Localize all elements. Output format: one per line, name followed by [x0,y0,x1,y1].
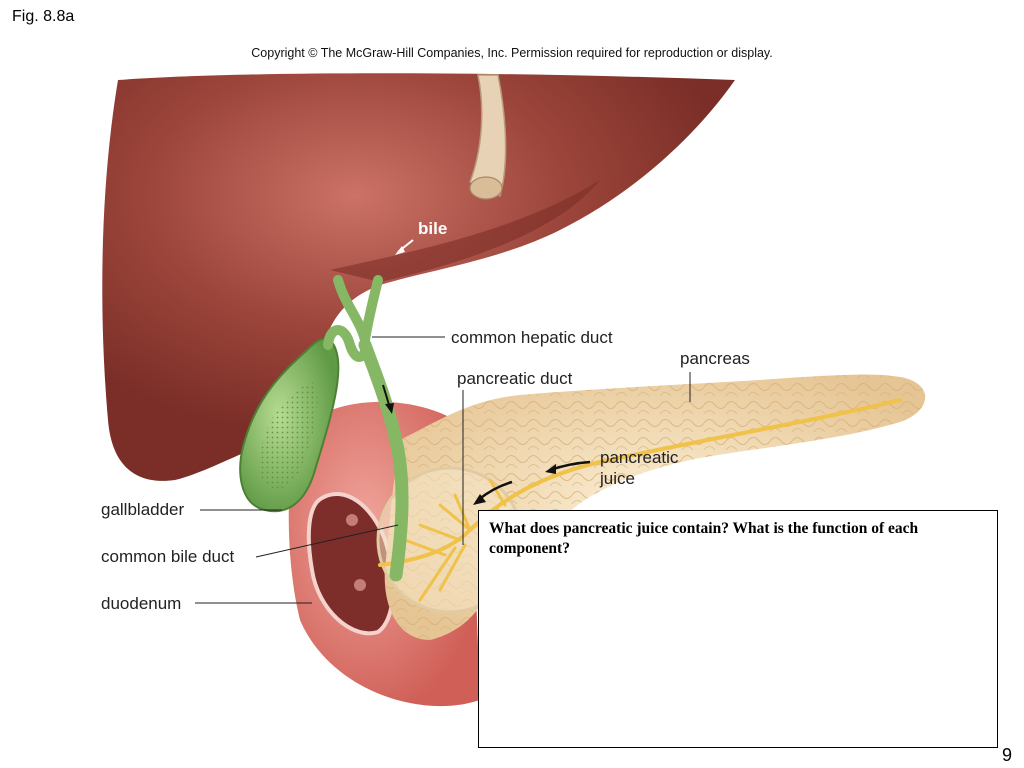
label-gallbladder: gallbladder [101,500,185,519]
label-common-hepatic-duct: common hepatic duct [451,328,613,347]
page-number: 9 [1001,745,1012,765]
cystic-duct [323,325,371,362]
question-box: What does pancreatic juice contain? What… [478,510,998,748]
pancreatic-duct [378,398,902,567]
duct-flow-arrowhead [385,403,394,414]
bile-flow-arrowhead [395,246,405,255]
common-bile-duct-tube [358,338,409,582]
label-pancreatic-juice-line1: pancreatic [600,448,679,467]
ligament-end [469,176,503,200]
gallbladder-interior [259,382,318,489]
label-duodenum: duodenum [101,594,181,613]
pancreas-texture [384,374,926,640]
leader-common-bile-duct [255,524,399,558]
duodenal-papilla-minor [354,579,366,591]
liver-lobe-fold [330,180,600,282]
juice-flow-arrowhead-2 [473,494,486,505]
duodenal-papilla [346,514,358,526]
label-common-bile-duct: common bile duct [101,547,235,566]
liver [102,73,736,481]
juice-flow-arrowhead-1 [545,464,556,474]
label-bile: bile [418,219,447,238]
round-ligament [469,74,507,198]
label-pancreatic-duct: pancreatic duct [457,369,573,388]
figure-number: Fig. 8.8a [12,8,75,25]
duodenum-cross-section [306,492,395,636]
label-pancreatic-juice-line2: juice [599,469,635,488]
question-text: What does pancreatic juice contain? What… [489,520,919,557]
label-pancreas: pancreas [680,349,750,368]
hepatic-ducts [333,275,383,345]
copyright-notice: Copyright © The McGraw-Hill Companies, I… [251,46,773,60]
